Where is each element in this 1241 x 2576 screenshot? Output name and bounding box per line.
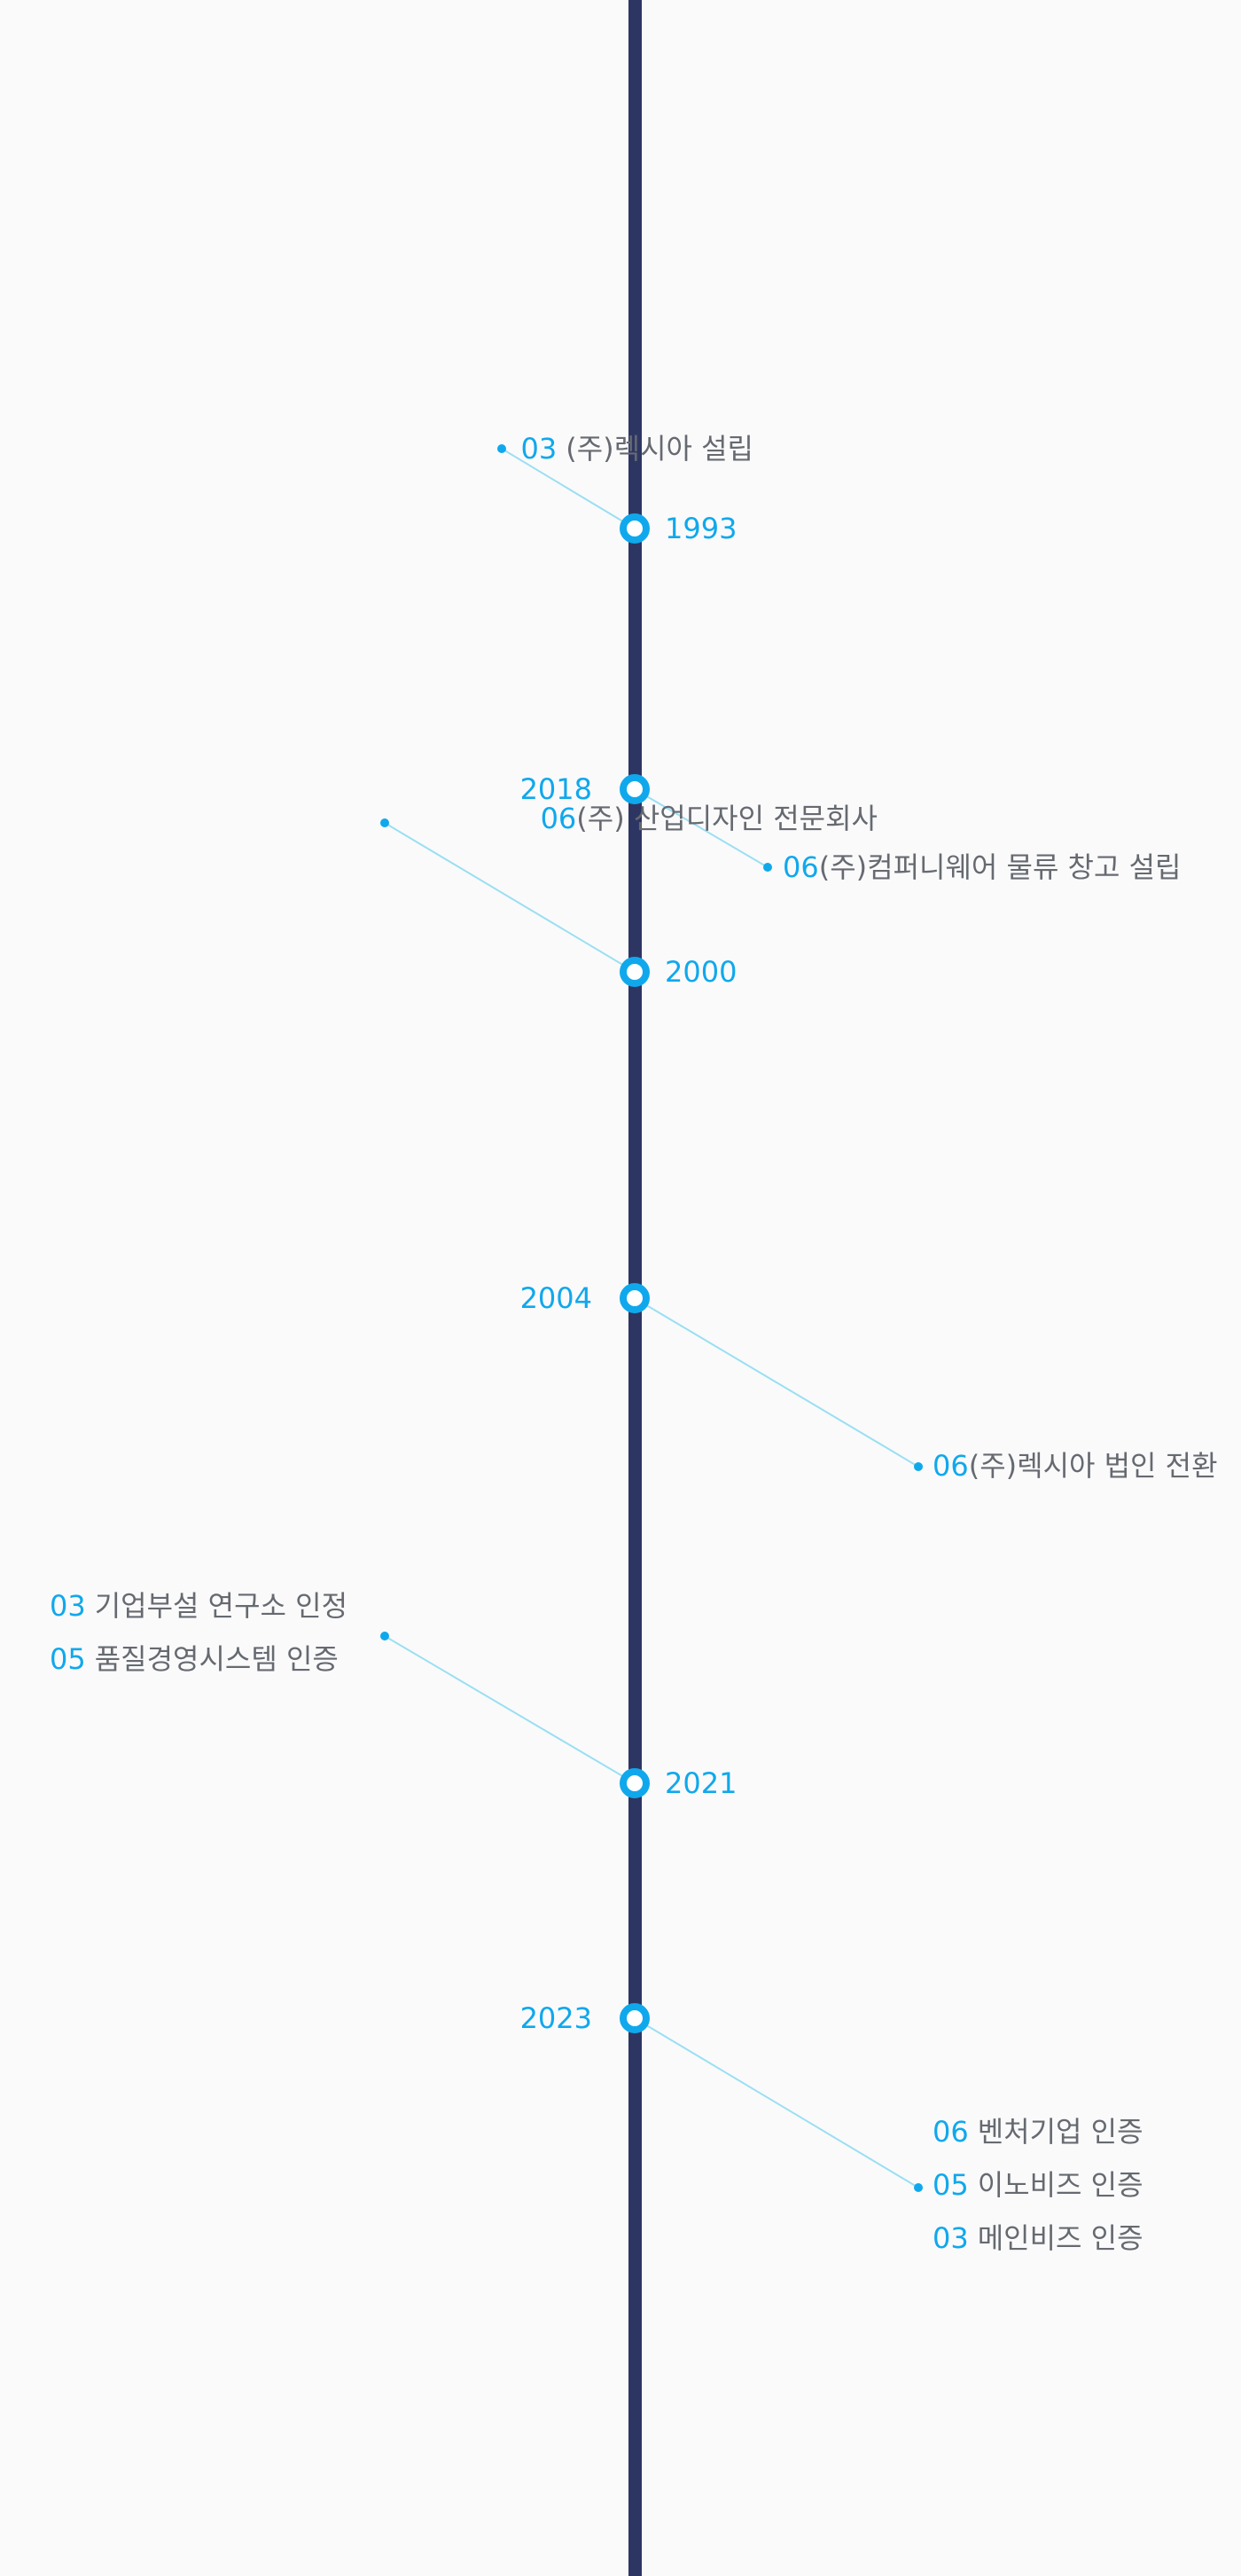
event-item: 06(주)컴퍼니웨어 물류 창고 설립 [783, 850, 1181, 885]
timeline-node-2000 [620, 957, 650, 987]
connector-line-1993 [501, 448, 636, 529]
event-text: 기업부설 연구소 인정 [94, 1589, 348, 1623]
event-text: (주)컴퍼니웨어 물류 창고 설립 [818, 850, 1182, 884]
connector-line-2018 [634, 788, 769, 868]
event-text: (주) 산업디자인 전문회사 [576, 802, 878, 835]
event-text: (주)렉시아 설립 [566, 432, 753, 466]
event-month: 05 [933, 2168, 969, 2202]
event-dot-2021 [380, 1632, 389, 1640]
event-text: 이노비즈 인증 [977, 2168, 1143, 2202]
event-item: 06(주) 산업디자인 전문회사 [541, 801, 878, 836]
event-text: (주)렉시아 법인 전환 [968, 1449, 1218, 1483]
event-text: 벤처기업 인증 [977, 2115, 1143, 2149]
event-dot-1993 [497, 444, 506, 453]
year-label-1993: 1993 [665, 512, 738, 545]
timeline-node-2004 [620, 1283, 650, 1313]
event-month: 06 [933, 2115, 969, 2149]
connector-line-2023 [634, 2017, 919, 2188]
event-dot-2018 [763, 863, 772, 872]
year-label-2004: 2004 [519, 1281, 592, 1315]
event-month: 06 [933, 1449, 969, 1483]
event-month: 03 [520, 432, 558, 466]
event-text: 메인비즈 인증 [977, 2221, 1143, 2255]
event-dot-2023 [914, 2183, 923, 2192]
timeline-node-2018 [620, 774, 650, 804]
event-item: 06(주)렉시아 법인 전환 [933, 1448, 1218, 1484]
event-dot-2004 [914, 1462, 923, 1471]
connector-line-2021 [384, 1635, 636, 1784]
timeline-node-2021 [620, 1768, 650, 1798]
event-dot-2000 [380, 818, 389, 827]
timeline-node-2023 [620, 2003, 650, 2033]
event-month: 03 [50, 1589, 86, 1623]
connector-line-2000 [384, 822, 636, 973]
event-month: 03 [933, 2221, 969, 2255]
event-item: 03(주)렉시아 설립 [521, 431, 754, 466]
year-label-2023: 2023 [519, 2001, 592, 2035]
event-month: 06 [540, 802, 577, 835]
event-month: 06 [783, 850, 819, 884]
event-text: 품질경영시스템 인증 [94, 1642, 339, 1676]
event-month: 05 [50, 1642, 86, 1676]
timeline-node-1993 [620, 513, 650, 544]
year-label-2018: 2018 [519, 772, 592, 806]
connector-line-2004 [634, 1297, 919, 1468]
year-label-2021: 2021 [665, 1766, 738, 1800]
year-label-2000: 2000 [665, 955, 738, 989]
